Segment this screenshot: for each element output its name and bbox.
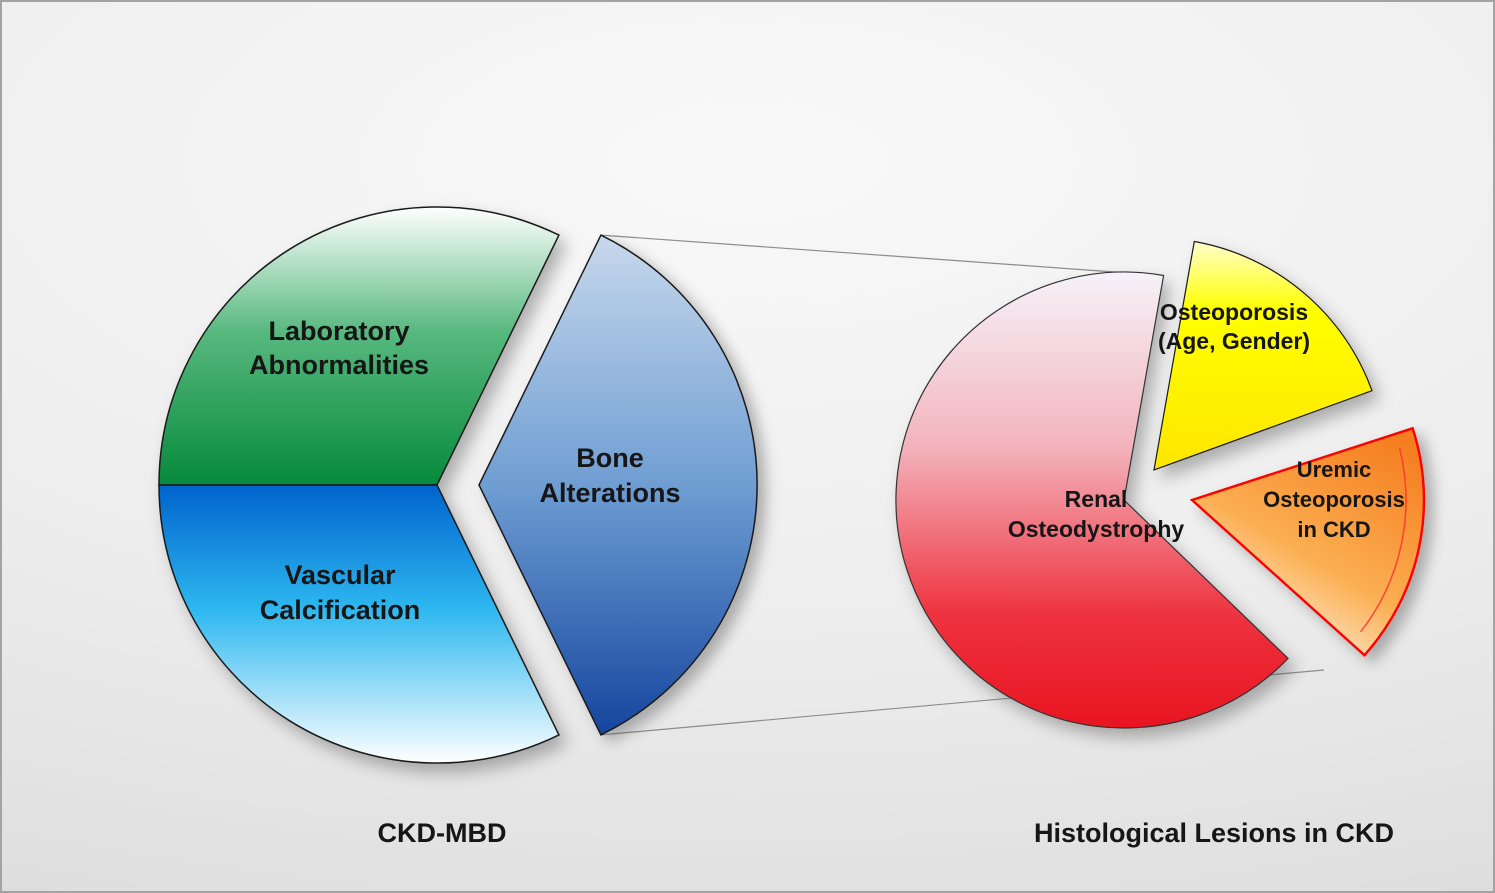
slice-uremic-osteoporosis	[1189, 426, 1426, 657]
label-vascular-calcification: Vascular Calcification	[260, 560, 421, 625]
label-bone-line-2: Alterations	[539, 478, 680, 508]
label-laboratory-abnormalities: Laboratory Abnormalities	[249, 316, 429, 380]
label-renal-line-1: Renal	[1065, 486, 1128, 512]
left-pie-title: CKD-MBD	[378, 818, 507, 848]
label-bone-alterations: Bone Alterations	[539, 443, 680, 508]
label-uremic-osteoporosis: Uremic Osteoporosis in CKD	[1263, 457, 1405, 542]
label-laboratory-line-2: Abnormalities	[249, 350, 429, 380]
label-osteoporosis-age-gender: Osteoporosis (Age, Gender)	[1158, 299, 1310, 354]
right-pie-histological-lesions: Renal Osteodystrophy Osteoporosis (Age, …	[895, 240, 1426, 729]
uremic-slice-inner-red-arc	[1360, 448, 1407, 633]
label-vascular-line-2: Calcification	[260, 595, 421, 625]
label-uremic-line-1: Uremic	[1297, 457, 1372, 482]
slice-bone-alterations	[478, 234, 758, 736]
slice-osteoporosis-age-gender	[1153, 240, 1373, 471]
label-laboratory-line-1: Laboratory	[268, 316, 409, 346]
left-pie-ckd-mbd: Laboratory Abnormalities Vascular Calcif…	[158, 206, 758, 764]
connector-line-top	[600, 234, 1164, 277]
label-uremic-line-3: in CKD	[1297, 517, 1370, 542]
label-renal-line-2: Osteodystrophy	[1008, 516, 1185, 542]
label-osteoporosis-line-2: (Age, Gender)	[1158, 328, 1310, 354]
right-pie-title: Histological Lesions in CKD	[1034, 818, 1394, 848]
slice-renal-osteodystrophy	[895, 271, 1289, 729]
slice-laboratory-abnormalities	[158, 206, 560, 486]
slice-vascular-calcification	[158, 484, 560, 764]
label-bone-line-1: Bone	[576, 443, 644, 473]
label-renal-osteodystrophy: Renal Osteodystrophy	[1008, 486, 1185, 542]
label-osteoporosis-line-1: Osteoporosis	[1160, 299, 1308, 325]
label-vascular-line-1: Vascular	[284, 560, 396, 590]
label-uremic-line-2: Osteoporosis	[1263, 487, 1405, 512]
